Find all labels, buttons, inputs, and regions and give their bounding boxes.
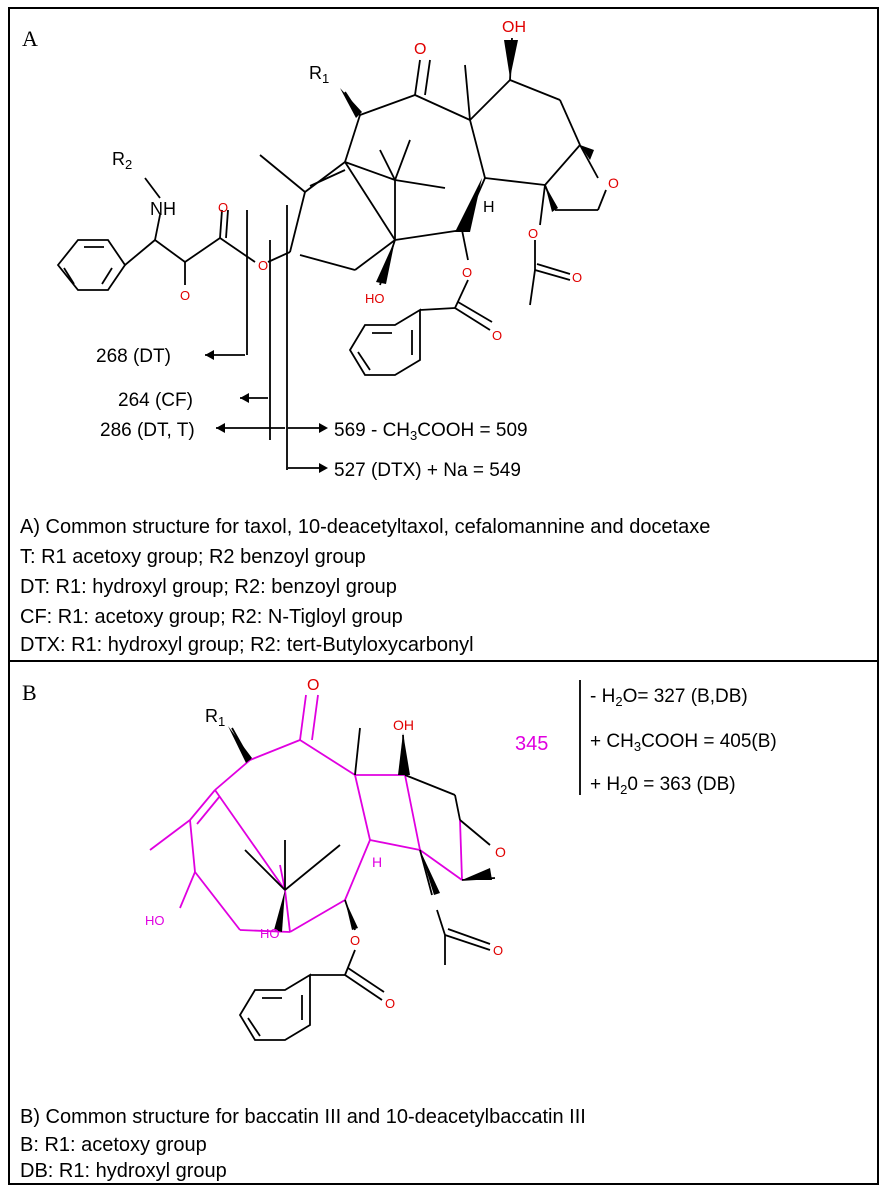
nh-label: NH (150, 199, 176, 219)
caption-a-line-3: DT: R1: hydroxyl group; R2: benzoyl grou… (20, 576, 397, 598)
caption-a-line-2: T: R1 acetoxy group; R2 benzoyl group (20, 546, 366, 568)
fragment-569: 569 - CH3COOH = 509 (334, 420, 528, 443)
benzoate-dbl-o-b: O (385, 996, 395, 1011)
panel-b-fragments: 345 - H2O= 327 (B,DB) + CH3COOH = 405(B)… (515, 686, 777, 797)
loss-h2o: - H2O= 327 (B,DB) (590, 686, 748, 709)
panel-b-core-highlight (149, 694, 463, 933)
r1-label-a: R1 (309, 63, 329, 86)
caption-b-line-3: DB: R1: hydroxyl group (20, 1160, 227, 1182)
panel-divider (8, 660, 879, 662)
benzoate-dbl-o-a: O (492, 328, 502, 343)
side-dbl-o-a: O (218, 200, 228, 215)
ketone-o-a: O (414, 41, 426, 58)
panel-b-atoms: R1 O OH HO HO H O O O O (145, 677, 506, 1011)
panel-b-label: B (22, 680, 37, 705)
panel-a-structure (56, 37, 607, 470)
panel-a-label: A (22, 26, 38, 51)
gain-h2o: + H20 = 363 (DB) (590, 774, 736, 797)
ketone-o-b: O (307, 677, 319, 694)
h-label-a: H (483, 199, 495, 216)
figure-frame (8, 7, 879, 1185)
panel-a-arrows (205, 350, 328, 473)
ester-o-a: O (258, 258, 268, 273)
r2-label-a: R2 (112, 149, 132, 172)
caption-a-line-4: CF: R1: acetoxy group; R2: N-Tigloyl gro… (20, 606, 403, 628)
fragment-527: 527 (DTX) + Na = 549 (334, 460, 521, 481)
caption-a-line-5: DTX: R1: hydroxyl group; R2: tert-Butylo… (20, 634, 474, 656)
ester-o-b: O (350, 933, 360, 948)
panel-a-fragments: 268 (DT) 264 (CF) 286 (DT, T) 569 - CH3C… (96, 346, 528, 481)
acetyl-dbl-o-b: O (493, 943, 503, 958)
fragment-286: 286 (DT, T) (100, 420, 195, 441)
benzoate-ring-b (238, 973, 311, 1041)
ho-label-a: HO (365, 291, 385, 306)
oxetane-o-b: O (495, 844, 506, 860)
acetyl-o-a: O (528, 226, 538, 241)
h-label-b: H (372, 854, 382, 870)
panel-a-atoms: R1 R2 NH H O OH HO O O O O O O O O (112, 19, 619, 343)
side-oh-o: O (180, 288, 190, 303)
acetyl-dbl-o-a: O (572, 270, 582, 285)
oh-label-a: OH (502, 19, 526, 36)
ho-label-b2: HO (260, 926, 280, 941)
caption-b-line-1: B) Common structure for baccatin III and… (20, 1106, 586, 1128)
mass-345: 345 (515, 733, 548, 755)
caption-b-line-2: B: R1: acetoxy group (20, 1134, 207, 1156)
loss-ch3cooh: + CH3COOH = 405(B) (590, 731, 777, 754)
r1-label-b: R1 (205, 706, 225, 729)
fragment-268: 268 (DT) (96, 346, 171, 367)
caption-a-line-1: A) Common structure for taxol, 10-deacet… (20, 516, 711, 538)
benzoate-o-a: O (462, 265, 472, 280)
oxetane-o-a: O (608, 175, 619, 191)
ho-label-b1: HO (145, 913, 165, 928)
benzoate-ring-a (348, 308, 421, 376)
oh-label-b: OH (393, 717, 414, 733)
fragment-264: 264 (CF) (118, 390, 193, 411)
